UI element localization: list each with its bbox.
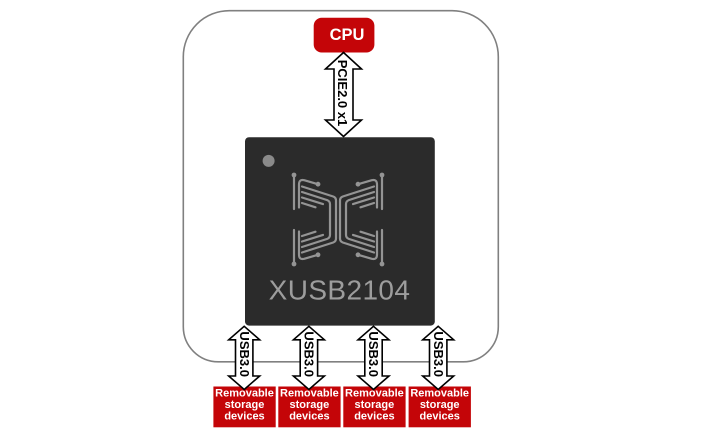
svg-text:PCIE2.0 x1: PCIE2.0 x1 xyxy=(335,60,350,127)
svg-text:USB3.0: USB3.0 xyxy=(302,331,317,377)
svg-text:USB3.0: USB3.0 xyxy=(431,331,446,377)
svg-text:USB3.0: USB3.0 xyxy=(237,331,252,377)
svg-text:XUSB2104: XUSB2104 xyxy=(269,275,411,306)
svg-text:CPU: CPU xyxy=(330,26,365,44)
svg-text:USB3.0: USB3.0 xyxy=(366,331,381,377)
